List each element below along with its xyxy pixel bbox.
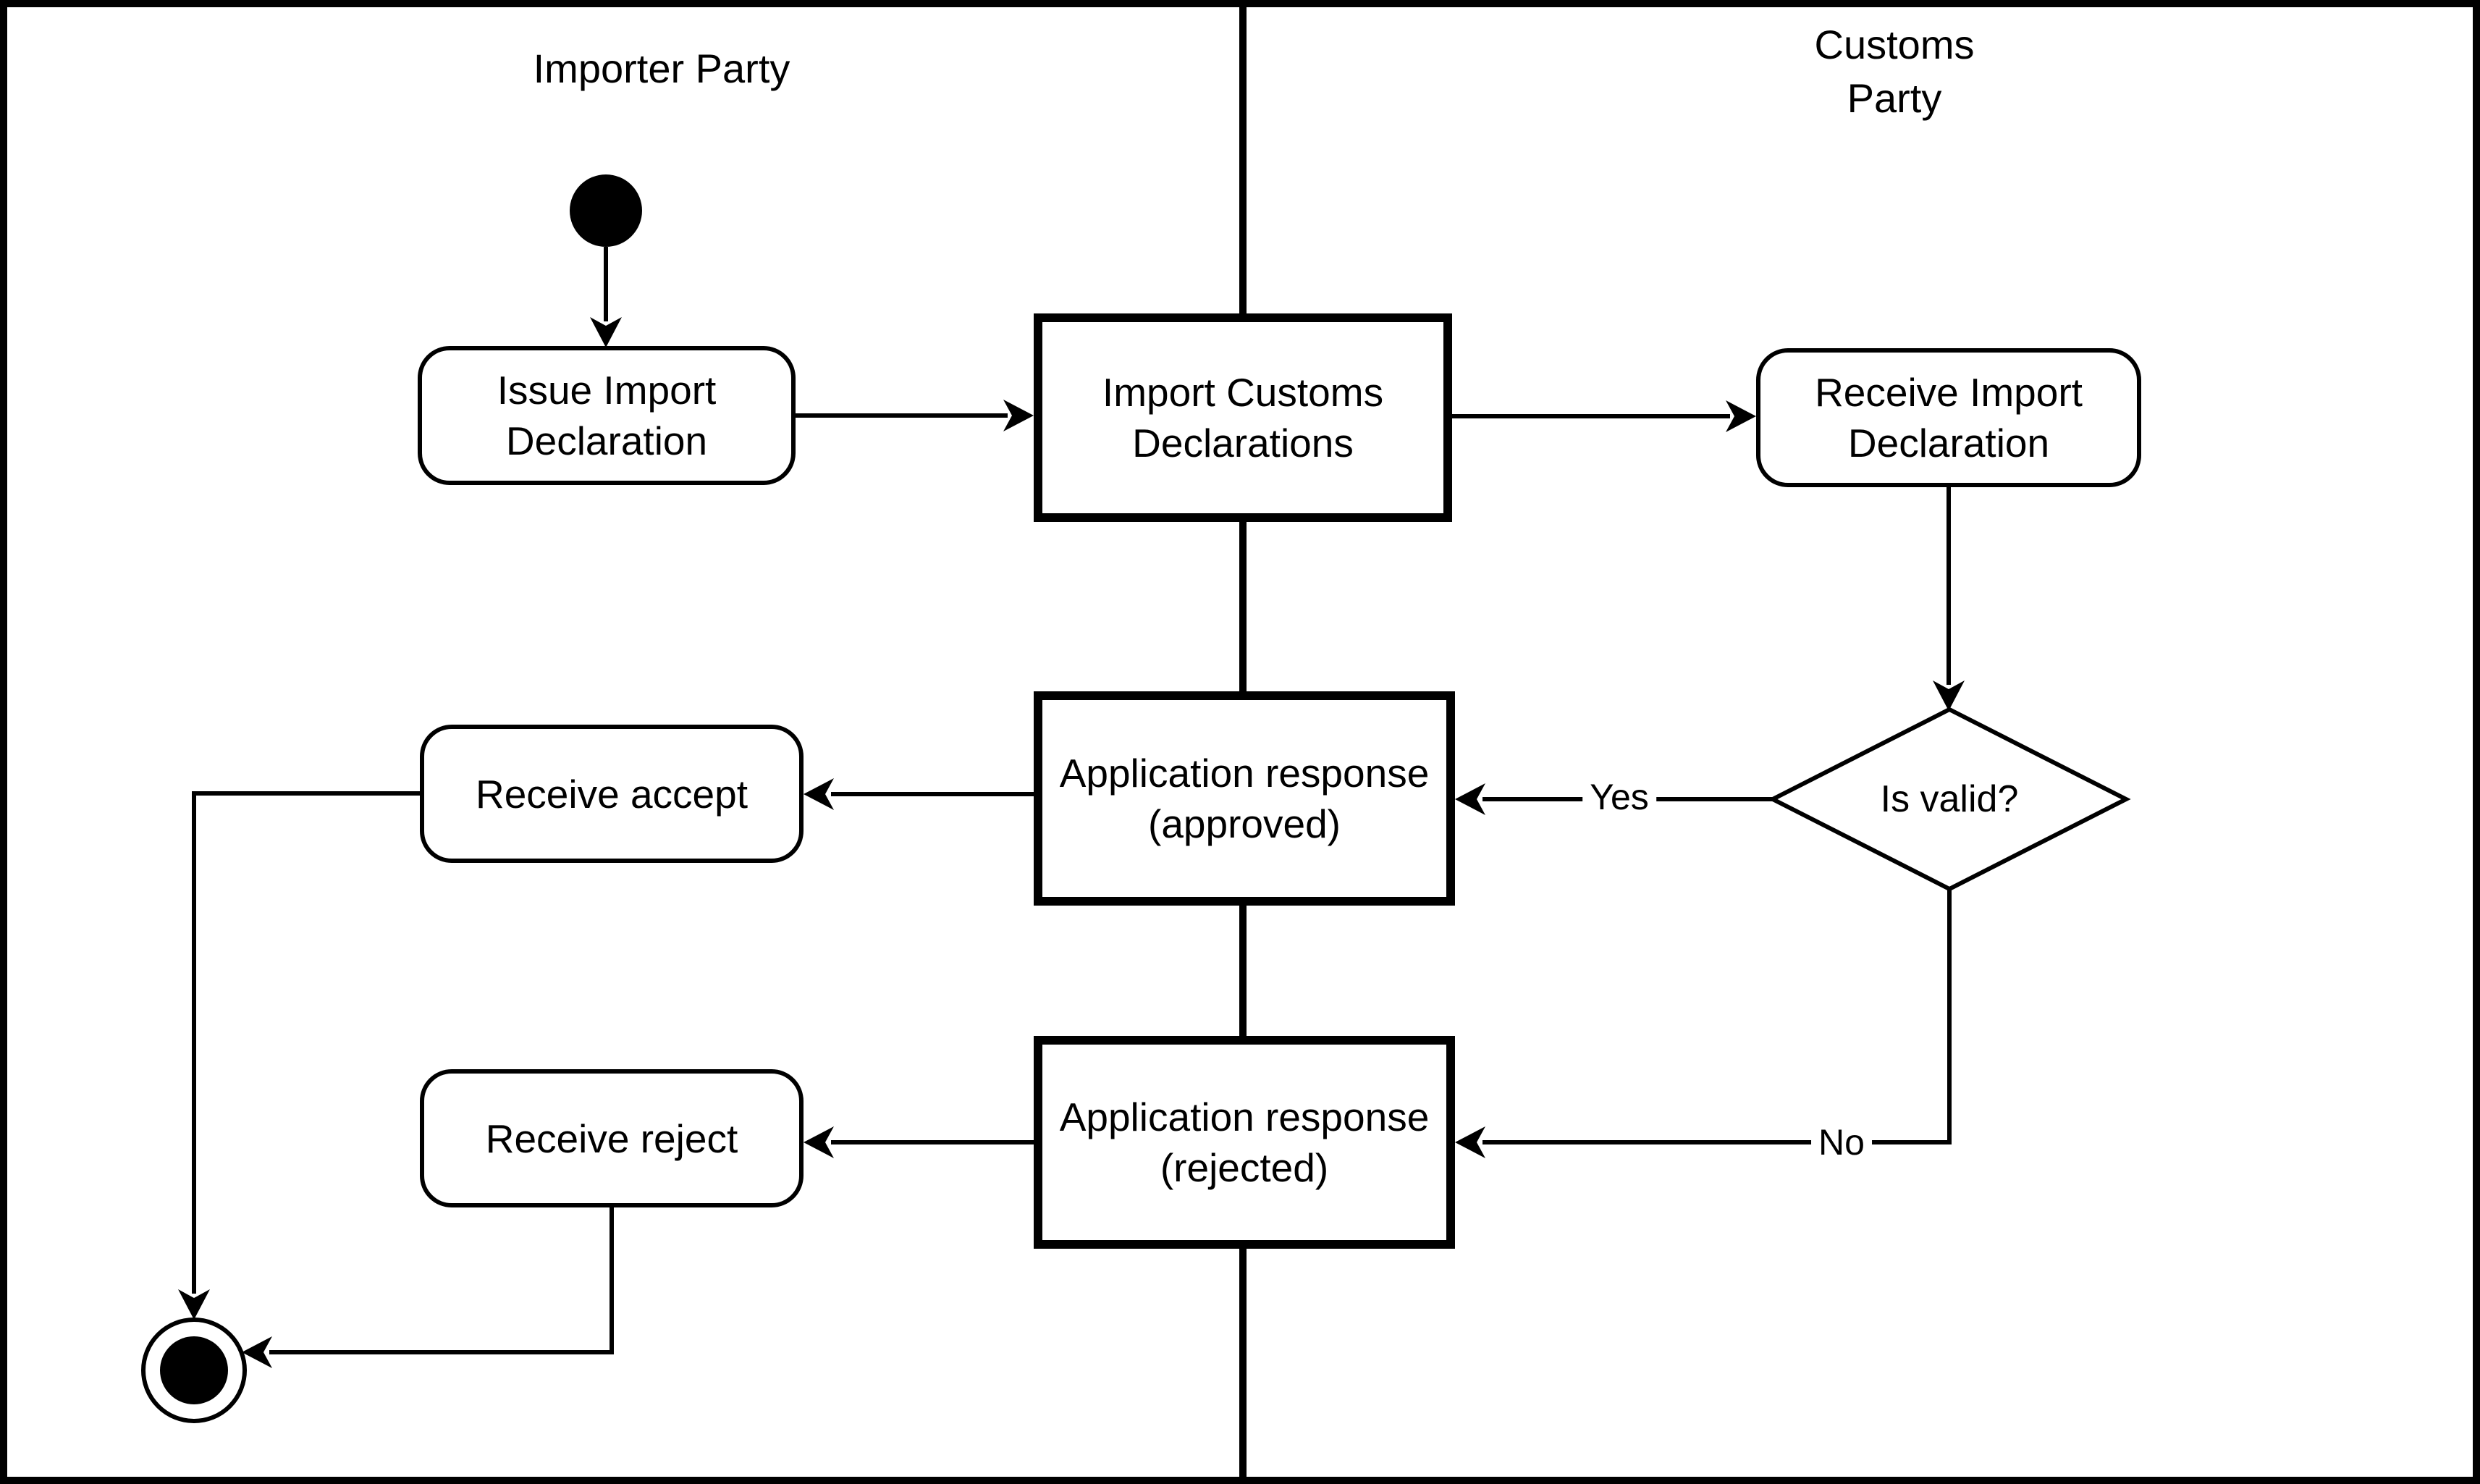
- lane-title-importer-party: Importer Party: [533, 42, 790, 96]
- edge-import-customs-to-receive-import: [1451, 400, 1756, 432]
- node-label: Receive Import Declaration: [1815, 370, 2083, 465]
- node-application-response-approved: Application response (approved): [1034, 691, 1455, 906]
- node-application-response-rejected: Application response (rejected): [1034, 1036, 1455, 1249]
- edge-issue-to-import-customs: [796, 400, 1034, 431]
- edge-start-to-issue: [590, 247, 622, 347]
- lane-title-customs-party: Customs Party: [1815, 18, 1975, 125]
- node-issue-import-declaration: Issue Import Declaration: [418, 346, 796, 485]
- edge-receive-accept-to-end: [178, 791, 420, 1320]
- node-receive-reject: Receive reject: [420, 1069, 804, 1207]
- edge-receive-import-to-decision: [1933, 486, 1965, 711]
- edge-receive-reject-to-end: [242, 1207, 614, 1368]
- node-label: Issue Import Declaration: [497, 368, 717, 463]
- edge-decision-no-to-rejected: [1455, 889, 1952, 1158]
- lane-title-line: Importer Party: [533, 46, 790, 91]
- lane-title-line: Customs: [1814, 22, 1975, 67]
- decision-diamond: [1768, 707, 2131, 892]
- lane-title-line: Party: [1847, 75, 1942, 121]
- node-receive-import-declaration: Receive Import Declaration: [1756, 348, 2141, 487]
- node-label: Receive accept: [475, 771, 748, 817]
- node-label: Application response (approved): [1059, 751, 1430, 846]
- edge-rejected-to-receive-reject: [804, 1126, 1034, 1158]
- node-label: Receive reject: [485, 1116, 738, 1161]
- edge-label-yes: Yes: [1582, 776, 1656, 818]
- edge-approved-to-receive-accept: [804, 778, 1034, 810]
- node-label: Import Customs Declarations: [1102, 370, 1384, 465]
- decision-label: Is valid?: [1880, 778, 2019, 820]
- node-receive-accept: Receive accept: [420, 725, 804, 863]
- end-node: [141, 1318, 247, 1423]
- node-label: Application response (rejected): [1059, 1095, 1430, 1190]
- edge-label-no: No: [1811, 1121, 1872, 1163]
- node-import-customs-declarations: Import Customs Declarations: [1034, 313, 1452, 522]
- start-node: [570, 174, 642, 247]
